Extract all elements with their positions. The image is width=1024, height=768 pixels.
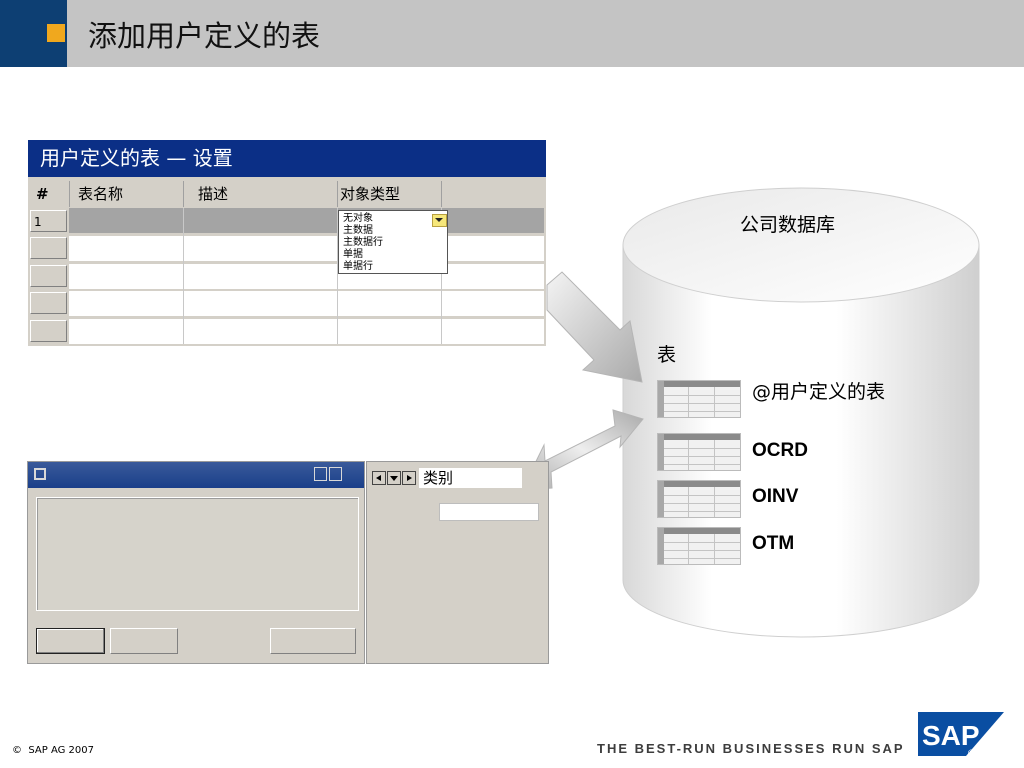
copyright-icon: © (12, 745, 22, 756)
form-window-titlebar[interactable] (28, 462, 364, 488)
column-header-table-name: 表名称 (78, 185, 124, 203)
table-name-oinv: OINV (752, 486, 799, 507)
ok-button[interactable] (36, 628, 105, 654)
header-separator (183, 181, 184, 207)
category-input[interactable] (439, 503, 539, 521)
header-bar (67, 0, 1024, 67)
row-number[interactable]: 1 (30, 210, 67, 232)
form-content-area (36, 497, 359, 611)
window-title: 用户定义的表 — 设置 (28, 140, 546, 177)
arrow-right-icon[interactable] (402, 471, 416, 485)
column-header-description: 描述 (198, 185, 229, 203)
table-row[interactable] (69, 264, 544, 289)
title-bullet-square (47, 24, 65, 42)
arrow-to-database (546, 271, 643, 383)
database-label: 公司数据库 (740, 214, 836, 236)
table-name-ocrd: OCRD (752, 440, 808, 461)
dropdown-option[interactable]: 主数据行 (343, 237, 383, 248)
header-separator (69, 181, 70, 207)
dropdown-arrow-icon[interactable] (432, 214, 447, 227)
sap-tagline: THE BEST-RUN BUSINESSES RUN SAP (597, 741, 905, 756)
copyright-text: SAP AG 2007 (28, 745, 94, 756)
dropdown-option[interactable]: 单据 (343, 249, 363, 260)
column-header-object-type: 对象类型 (340, 185, 401, 203)
table-icon (657, 527, 741, 565)
dropdown-option[interactable]: 单据行 (343, 261, 373, 272)
sap-logo-text: SAP (922, 720, 980, 751)
dropdown-option[interactable]: 主数据 (343, 225, 373, 236)
row-number[interactable] (30, 265, 67, 287)
sap-logo: SAP ® (918, 712, 1004, 758)
header-separator (337, 181, 338, 207)
table-name-otm: OTM (752, 533, 795, 554)
table-icon (657, 480, 741, 518)
user-table-setup-window: 用户定义的表 — 设置 # 表名称 描述 对象类型 1 (28, 140, 546, 346)
column-separator (441, 208, 442, 344)
header-separator (441, 181, 442, 207)
category-field[interactable]: 类别 (419, 468, 522, 488)
table-row[interactable] (69, 208, 544, 233)
object-type-dropdown[interactable]: 无对象 主数据 主数据行 单据 单据行 (338, 210, 448, 274)
action-button[interactable] (270, 628, 356, 654)
sap-logo-registered-mark: ® (968, 748, 975, 758)
dropdown-option[interactable]: 无对象 (343, 213, 373, 224)
arrow-down-icon[interactable] (387, 471, 401, 485)
table-icon (657, 433, 741, 471)
page-title: 添加用户定义的表 (88, 19, 321, 53)
tables-label: 表 (657, 344, 677, 366)
arrow-bidirectional (521, 409, 644, 491)
table-row[interactable] (69, 291, 544, 316)
close-icon[interactable] (329, 467, 342, 481)
column-header-number: # (36, 185, 49, 203)
window-icon (34, 468, 46, 480)
row-number[interactable] (30, 237, 67, 259)
form-window (27, 461, 365, 664)
table-row[interactable] (69, 319, 544, 344)
table-icon (657, 380, 741, 418)
category-panel: 类别 (366, 461, 549, 664)
column-separator (183, 208, 184, 344)
row-number[interactable] (30, 320, 67, 342)
minimize-icon[interactable] (314, 467, 327, 481)
cancel-button[interactable] (110, 628, 178, 654)
column-separator (337, 208, 338, 344)
table-row[interactable] (69, 236, 544, 261)
arrow-left-icon[interactable] (372, 471, 386, 485)
table-name-user-defined: @用户定义的表 (752, 381, 886, 403)
copyright: © SAP AG 2007 (12, 745, 94, 756)
row-number[interactable] (30, 292, 67, 314)
